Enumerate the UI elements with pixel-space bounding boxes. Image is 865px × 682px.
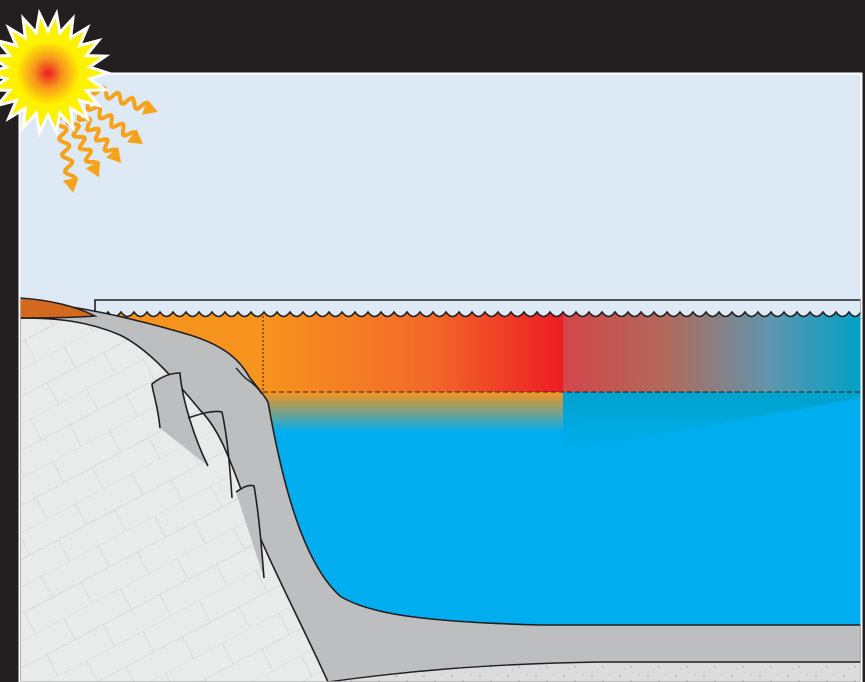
warm-surface-layer [262, 312, 563, 392]
sky [20, 74, 861, 324]
arrowhead-1 [141, 99, 158, 115]
radiation-wave-5 [54, 116, 78, 185]
surface-deposit-layer [20, 297, 98, 319]
cool-layer-wedge [563, 392, 861, 452]
nearshore-warm-water [60, 312, 263, 392]
slump-feature-1 [151, 372, 209, 467]
sea-surface-waves [94, 299, 861, 318]
arrowhead-2 [127, 129, 143, 144]
abyssal-sediment [327, 661, 861, 682]
arrowhead-3 [106, 147, 122, 163]
warm-layer-fade [262, 392, 563, 432]
slump-feature-3 [235, 484, 265, 579]
radiation-wave-4 [65, 116, 100, 171]
slump-feature-2 [187, 410, 233, 499]
continental-bedrock [20, 317, 329, 682]
shelf-break-notch [235, 367, 263, 395]
sun-icon [0, 8, 113, 138]
arrowhead-4 [85, 161, 100, 178]
arrowhead-5 [62, 177, 79, 193]
cool-surface-layer [563, 312, 861, 392]
diagram-border [18, 72, 863, 682]
